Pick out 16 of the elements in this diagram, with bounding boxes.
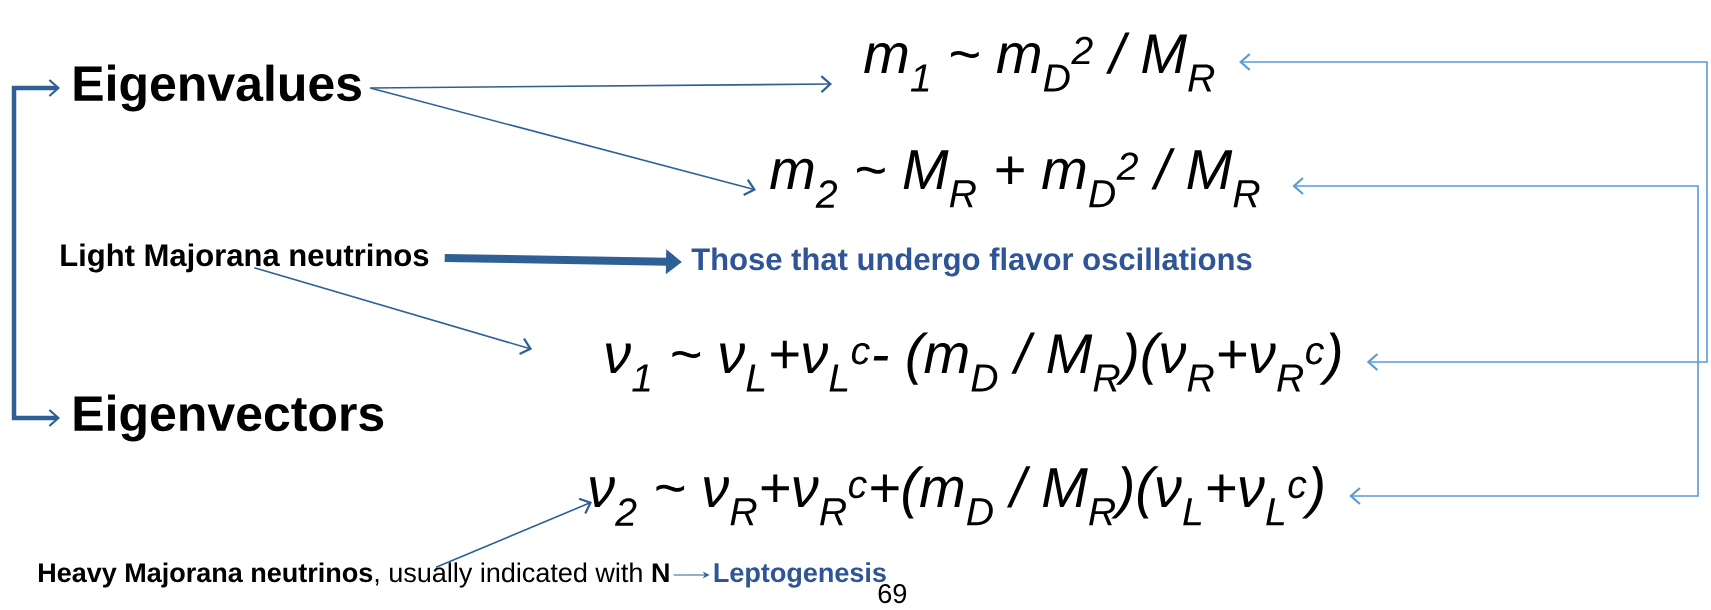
arrow bbox=[369, 87, 756, 196]
formula: ν$_{2}$ ~ ν$_{R}$+ν$_{R}$$^{c}$+(m$_{D}$ / M$_{R}$)(ν$_{L}$+ν$_{L}$$^{c}$) bbox=[589, 466, 1323, 526]
heading: Eigenvalues bbox=[74, 64, 361, 112]
formula: m$_{2}$ ~ M$_{R}$ + m$_{D}$$^{2}$ / M$_{R}$ bbox=[770, 148, 1260, 208]
label-text: Light Majorana neutrinos bbox=[61, 243, 429, 273]
bracket-arrow bbox=[11, 79, 60, 427]
heading: Eigenvectors bbox=[74, 394, 384, 442]
arrow bbox=[253, 266, 532, 355]
arrow bbox=[369, 75, 832, 93]
note-text: Heavy Majorana neutrinos, usually indicated with N bbox=[39, 562, 669, 588]
arrow bbox=[435, 497, 592, 568]
formula: m$_{1}$ ~ m$_{D}$$^{2}$ / M$_{R}$ bbox=[864, 32, 1215, 92]
connector-arrow bbox=[1239, 53, 1708, 371]
formula: ν$_{1}$ ~ ν$_{L}$+ν$_{L}$$^{c}$- (m$_{D}$ / M$_{R}$)(ν$_{R}$+ν$_{R}$$^{c}$) bbox=[605, 332, 1341, 392]
connector-arrow bbox=[1292, 177, 1699, 505]
label-text: Those that undergo flavor oscillations bbox=[691, 247, 1252, 277]
